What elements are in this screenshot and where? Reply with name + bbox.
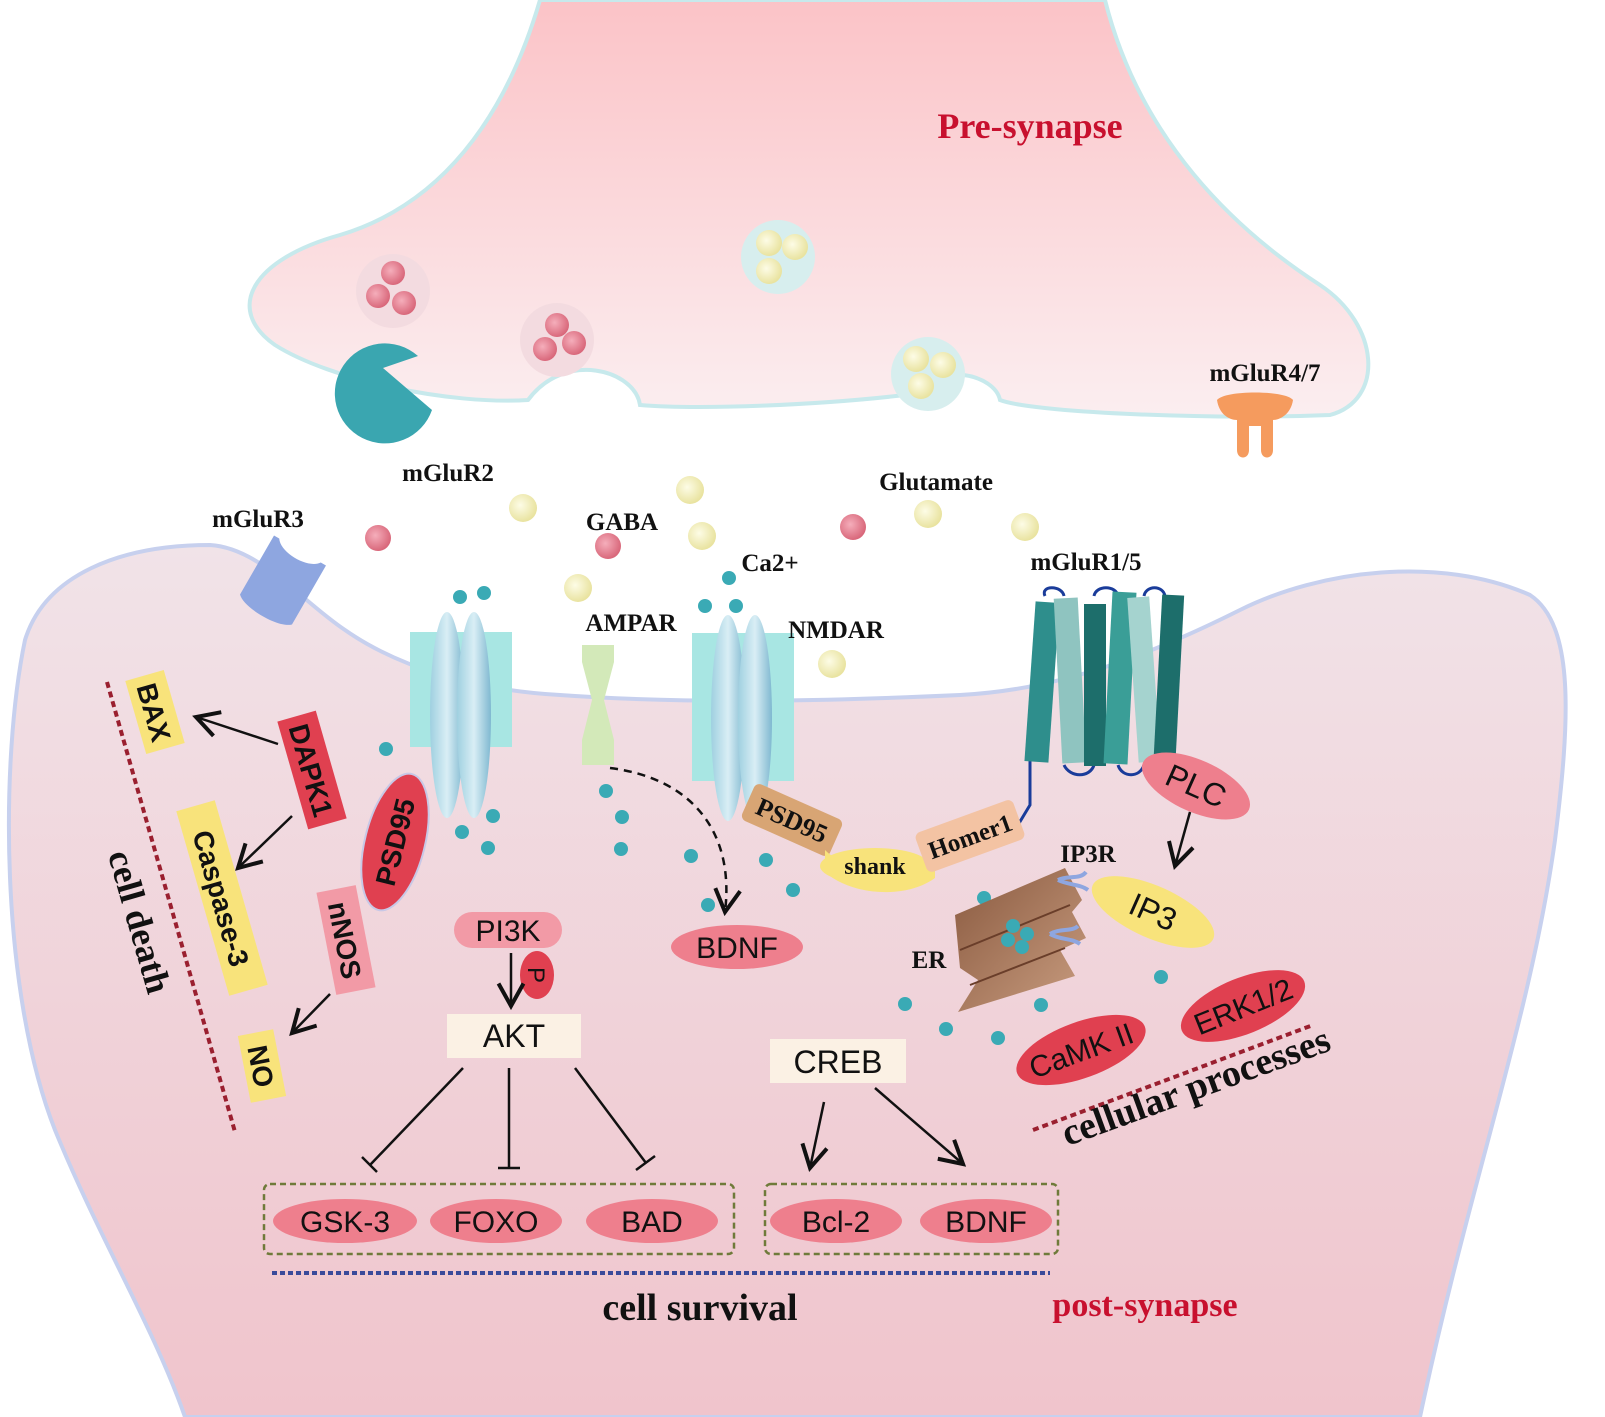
akt-box: AKT — [447, 1014, 581, 1058]
creb-targets-group — [763, 1182, 1060, 1256]
calcium-label: Ca2+ — [741, 550, 798, 577]
shank-scaffold: shank — [820, 848, 935, 893]
mglur2-label: mGluR2 — [402, 460, 494, 487]
cell-survival-label: cell survival — [602, 1287, 797, 1329]
phosphate-label: P — [522, 967, 549, 983]
psd95-scaffold: PSD95 — [741, 784, 843, 856]
bcl2-label: Bcl-2 — [802, 1206, 870, 1239]
bdnf-oval-bottom: BDNF — [920, 1199, 1052, 1243]
gaba-label: GABA — [586, 509, 658, 536]
gsk3-label: GSK-3 — [300, 1206, 390, 1239]
mglur47-receptor-icon — [1217, 392, 1293, 458]
bdnf-bottom-label: BDNF — [945, 1206, 1027, 1239]
ip3-oval: IP3 — [1091, 876, 1215, 948]
gaba-vesicle — [520, 303, 594, 377]
mglur2-pacman-icon — [334, 343, 432, 444]
ampar-label: AMPAR — [585, 610, 677, 637]
post-synapse-label: post-synapse — [1052, 1287, 1237, 1324]
foxo-label: FOXO — [453, 1206, 538, 1239]
mglur47-label: mGluR4/7 — [1209, 360, 1320, 387]
creb-label: CREB — [794, 1044, 883, 1080]
mglur3-label: mGluR3 — [212, 506, 304, 533]
nnos-box: nNOS — [316, 885, 376, 995]
cell-death-divider — [105, 681, 237, 1133]
gaba-vesicle — [356, 254, 430, 328]
phosphate-icon: P — [520, 951, 554, 999]
ampar-channel-icon — [582, 645, 614, 765]
foxo-oval: FOXO — [430, 1199, 562, 1243]
shank-label: shank — [844, 854, 906, 880]
nmdar-channel — [692, 615, 794, 821]
creb-arrows — [800, 1087, 967, 1173]
pi3k-label: PI3K — [475, 915, 540, 948]
gsk3-oval: GSK-3 — [273, 1199, 417, 1243]
er-label: ER — [912, 947, 948, 974]
creb-box: CREB — [770, 1039, 906, 1083]
akt-label: AKT — [483, 1018, 545, 1054]
no-box: NO — [237, 1029, 287, 1103]
bad-oval: BAD — [586, 1199, 718, 1243]
mglur3-receptor-icon — [240, 535, 326, 625]
akt-inhibition-arrows — [361, 1067, 656, 1173]
glutamate-vesicle — [891, 337, 965, 411]
psd95-oval-left: PSD95 — [360, 772, 430, 912]
pre-synapse-terminal — [247, 0, 1371, 419]
calcium-ion-dots — [379, 571, 1168, 1045]
mglur15-receptor-icon — [1013, 586, 1185, 831]
nmdar-label: NMDAR — [788, 617, 885, 644]
bad-label: BAD — [621, 1206, 683, 1239]
bdnf-oval-top: BDNF — [671, 925, 803, 969]
ion-channel-left — [410, 612, 512, 818]
glutamate-label: Glutamate — [879, 469, 993, 496]
plc-ip3-arrow — [1167, 811, 1195, 870]
pi3k-box: PI3K — [454, 912, 562, 948]
ip3r-label: IP3R — [1060, 841, 1117, 868]
ampar-bdnf-dashed-arrow — [609, 766, 742, 917]
pre-synapse-label: Pre-synapse — [937, 106, 1122, 146]
mglur15-label: mGluR1/5 — [1030, 549, 1141, 576]
cell-death-arrows — [192, 710, 331, 1036]
bcl2-oval: Bcl-2 — [770, 1199, 902, 1243]
neurotransmitter-dots — [365, 476, 1039, 678]
glutamate-vesicle — [741, 220, 815, 294]
akt-targets-group — [262, 1182, 736, 1256]
er-organelle-icon — [955, 868, 1090, 1012]
bdnf-top-label: BDNF — [696, 932, 778, 965]
